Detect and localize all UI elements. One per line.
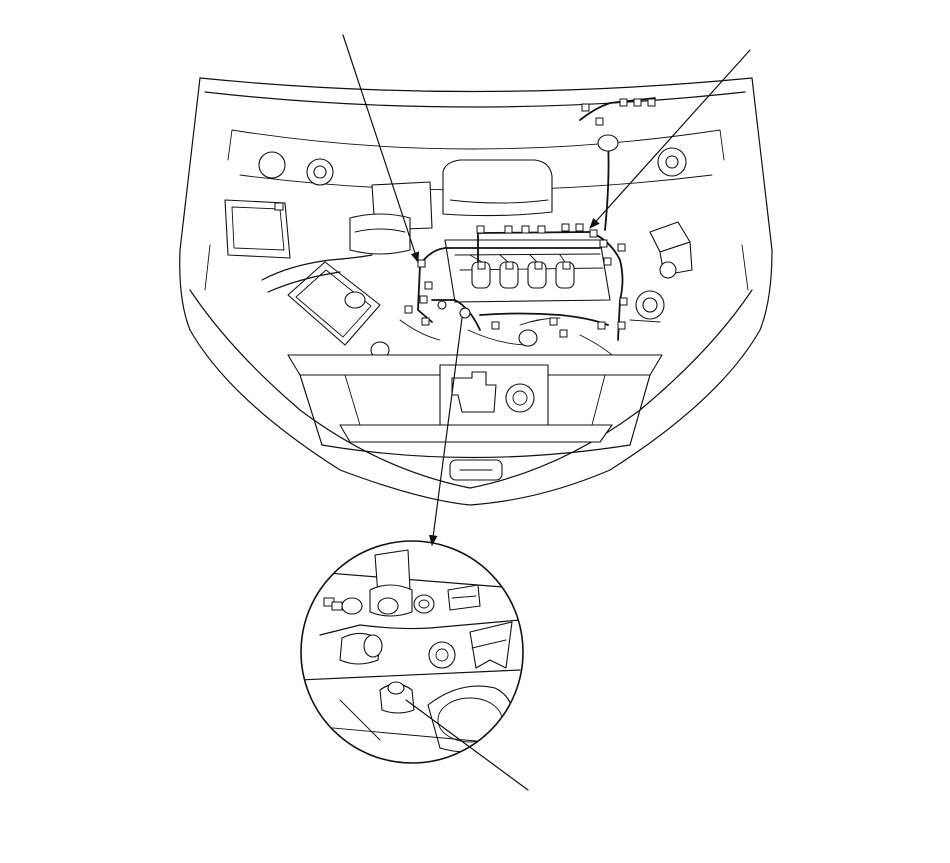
engine-cover bbox=[442, 159, 553, 217]
battery bbox=[224, 199, 291, 259]
cowl-panel bbox=[239, 147, 713, 191]
air-cleaner bbox=[261, 254, 390, 359]
detail-inset bbox=[300, 540, 529, 791]
engine-head bbox=[444, 239, 611, 303]
callout-leader-left bbox=[342, 34, 420, 264]
radiator-support bbox=[287, 354, 663, 481]
callout-leader-inset bbox=[405, 699, 529, 791]
callout-leader-right bbox=[589, 49, 751, 229]
callout-leader-detail bbox=[428, 317, 463, 547]
ignition-coils bbox=[471, 261, 575, 289]
brake-reservoir bbox=[649, 221, 693, 279]
intake-tube bbox=[349, 181, 433, 255]
lower-engine bbox=[399, 319, 613, 356]
harness-connectors bbox=[404, 98, 656, 338]
right-bracket bbox=[629, 290, 665, 323]
open-hood bbox=[179, 77, 773, 251]
wire-harness bbox=[417, 97, 656, 341]
body-outline bbox=[179, 244, 773, 506]
